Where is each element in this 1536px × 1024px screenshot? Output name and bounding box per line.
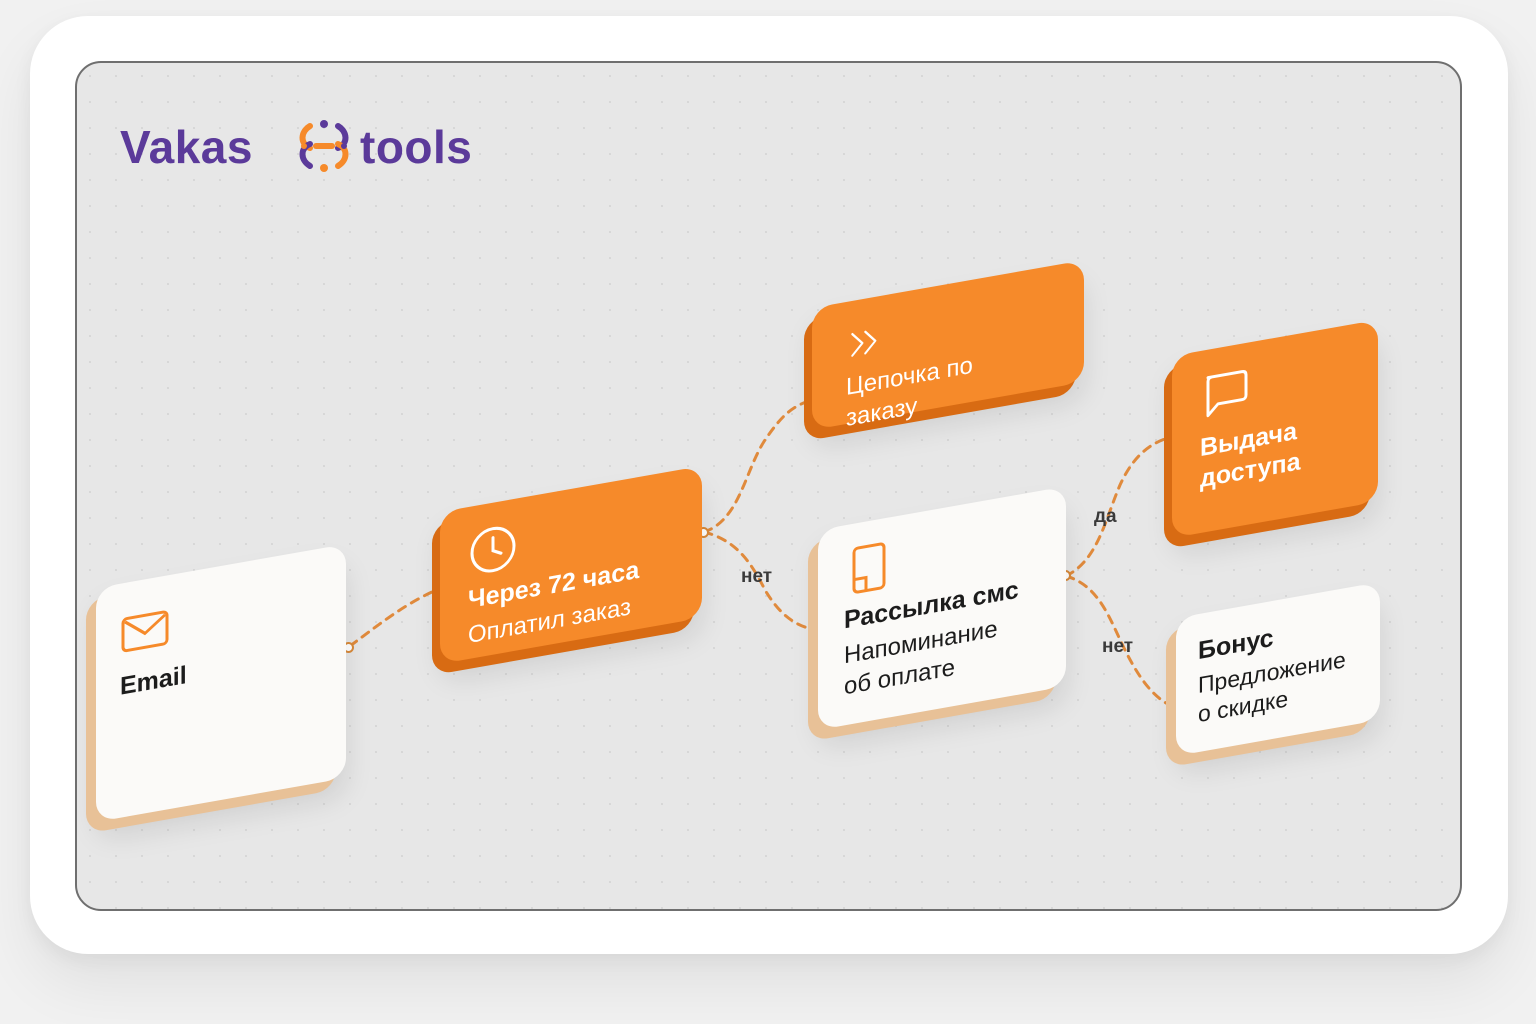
phone-icon [852,542,886,594]
chat-bubble-icon [1206,370,1248,418]
double-chevron-icon [851,330,877,357]
node-delay[interactable]: Через 72 часа Оплатил заказ [440,465,702,664]
envelope-icon [121,610,169,653]
node-email[interactable]: Email [96,543,346,822]
edge-label-yes: да [1094,506,1117,527]
node-access[interactable]: Выдача доступа [1172,319,1378,538]
edge-label-no-2: нет [1102,636,1134,657]
node-chain[interactable]: Цепочка по заказу [812,260,1084,432]
clock-icon [470,526,516,573]
gear-logo-icon [299,120,349,172]
edge-label-no-1: нет [741,566,773,587]
node-sms[interactable]: Рассылка смс Напоминание об оплате [818,486,1066,730]
brand-word-left: Vakas [120,121,253,173]
brand-word-right: tools [360,121,473,173]
